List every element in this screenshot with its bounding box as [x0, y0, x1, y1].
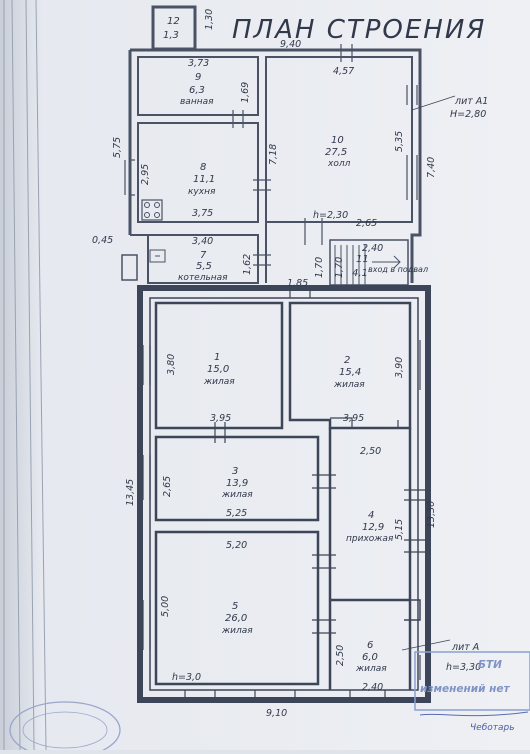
room-number: 2 [344, 355, 350, 366]
dim-label: 4,57 [333, 66, 354, 77]
room-2: 2 15,4 жилая [333, 355, 365, 390]
room-name: жилая [333, 380, 365, 390]
room-name: холл [327, 159, 351, 169]
lower-wing [137, 95, 456, 703]
room-1: 1 15,0 жилая [203, 352, 235, 387]
dim-label: 7,18 [268, 144, 279, 165]
room-name: котельная [178, 273, 228, 283]
room-number: 5 [232, 601, 238, 612]
room-name: прихожая [346, 534, 394, 544]
dim-label: 5,35 [394, 131, 405, 152]
room-area: 4,1 [352, 268, 368, 279]
dim-label: 2,40 [362, 243, 383, 254]
room-area: 13,9 [226, 478, 248, 489]
dim-label: 3,90 [394, 357, 405, 378]
dim-label: 2,95 [140, 164, 151, 185]
room-area: 11,1 [193, 174, 215, 185]
room-name: жилая [221, 626, 253, 636]
dim-label: 13,30 [426, 501, 437, 528]
room-11: 11 4,1 вход в подвал [352, 254, 428, 279]
room-number: 8 [200, 162, 206, 173]
room-6: 6 6,0 жилая [355, 640, 387, 674]
room-number: 3 [232, 466, 238, 477]
room-12: 12 1,3 [163, 16, 180, 41]
dim-label: 7,40 [426, 157, 437, 178]
dim-label: 1,30 [204, 9, 215, 30]
dim-label: 0,45 [92, 235, 113, 246]
room-labels: 12 1,3 9 6,3 ванная 10 27,5 холл 8 11,1 … [163, 16, 428, 674]
dimension-labels: 1,30 9,40 3,73 4,57 1,69 5,75 2,95 7,18 … [92, 9, 481, 719]
room-name: жилая [203, 377, 235, 387]
dim-label: 1,70 [334, 257, 345, 278]
dim-label: 3,73 [188, 58, 209, 69]
room-area: 5,5 [196, 261, 212, 272]
room-area: 26,0 [225, 613, 247, 624]
room-area: 6,0 [362, 652, 378, 663]
room-area: 6,3 [189, 85, 205, 96]
dim-label: 3,80 [166, 354, 177, 375]
room-name: вход в подвал [368, 265, 428, 274]
room-number: 12 [167, 16, 180, 27]
room-name: жилая [221, 490, 253, 500]
oval-stamp [9, 701, 121, 754]
room-name: жилая [355, 664, 387, 674]
dim-label: 2,40 [362, 682, 383, 693]
dim-label: 1,62 [242, 254, 253, 275]
liter-a1: лит А1 [454, 96, 488, 107]
dim-label: h=2,30 [313, 210, 348, 221]
dim-label: 3,95 [343, 413, 364, 424]
dim-label: 1,69 [240, 82, 251, 103]
dim-label: 5,00 [160, 596, 171, 617]
dim-label: 9,40 [280, 39, 301, 50]
dim-label: 2,65 [162, 476, 173, 497]
dim-label: 2,50 [335, 645, 346, 666]
room-name: кухня [188, 187, 216, 197]
room-3: 3 13,9 жилая [221, 466, 253, 500]
dim-label: 2,65 [356, 218, 377, 229]
room-9: 9 6,3 ванная [180, 72, 214, 107]
dim-label: 9,10 [266, 708, 287, 719]
plan-title: ПЛАН СТРОЕНИЯ [232, 15, 486, 45]
dim-label: h=3,0 [172, 672, 201, 683]
dim-label: h=3,30 [446, 662, 481, 673]
room-number: 6 [367, 640, 373, 651]
room-7: 7 5,5 котельная [178, 250, 228, 283]
room-number: 1 [214, 352, 220, 363]
room-5: 5 26,0 жилая [221, 601, 253, 636]
dim-label: 3,75 [192, 208, 213, 219]
stamp-signature: Чеботарь [470, 723, 515, 733]
room-area: 15,0 [207, 364, 229, 375]
room-number: 4 [368, 510, 374, 521]
room-number: 7 [200, 250, 207, 261]
dim-label: 5,15 [394, 519, 405, 540]
room-number: 9 [195, 72, 201, 83]
room-area: 27,5 [325, 147, 347, 158]
dim-label: 3,95 [210, 413, 231, 424]
stamp-line-1: БТИ [478, 659, 502, 671]
dim-label: 5,20 [226, 540, 247, 551]
liter-labels: лит А1 H=2,80 лит А [450, 96, 488, 653]
room-area: 1,3 [163, 30, 179, 41]
dim-label: 5,75 [112, 137, 123, 158]
dim-label: 2,50 [360, 446, 381, 457]
room-4: 4 12,9 прихожая [346, 510, 394, 544]
dim-label: 3,40 [192, 236, 213, 247]
room-name: ванная [180, 97, 214, 107]
room-number: 10 [331, 135, 344, 146]
stamp-line-2: изменений нет [420, 683, 511, 695]
room-10: 10 27,5 холл [325, 135, 351, 169]
room-number: 11 [356, 254, 369, 265]
liter-a1-height: H=2,80 [450, 109, 486, 120]
room-area: 15,4 [339, 367, 361, 378]
room-8: 8 11,1 кухня [188, 162, 216, 197]
dim-label: 1,85 [287, 278, 308, 289]
dim-label: 13,45 [125, 479, 136, 506]
room-area: 12,9 [362, 522, 384, 533]
liter-a: лит А [451, 642, 479, 653]
bti-stamp: БТИ изменений нет Чеботарь [414, 651, 530, 733]
dim-label: 5,25 [226, 508, 247, 519]
dim-label: 1,70 [314, 257, 325, 278]
